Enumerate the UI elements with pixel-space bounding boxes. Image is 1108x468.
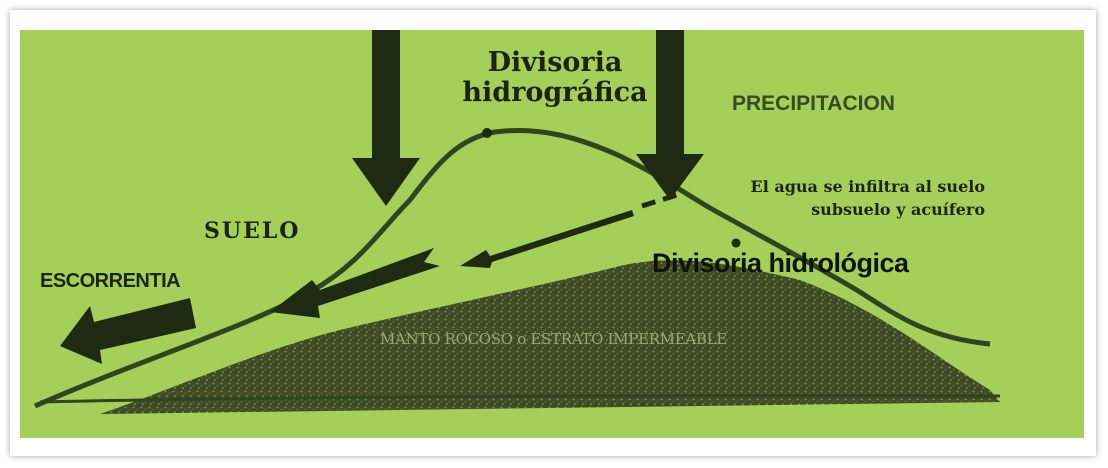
infiltration-line1: El agua se infiltra al suelo — [685, 175, 985, 198]
infiltration-line2: subsuelo y acuífero — [685, 198, 985, 221]
manto-rocoso-label: MANTO ROCOSO o ESTRATO IMPERMEABLE — [380, 330, 727, 348]
divisoria-hidrografica-label: Divisoria hidrográfica — [460, 48, 650, 108]
divisoria-hidrografica-line1: Divisoria — [460, 48, 650, 78]
infiltration-label: El agua se infiltra al suelo subsuelo y … — [685, 175, 985, 221]
divisoria-hidrologica-label: Divisoria hidrológica — [652, 248, 909, 279]
diagram-panel: Divisoria hidrográfica PRECIPITACION El … — [20, 30, 1084, 438]
escorrentia-label: ESCORRENTIA — [40, 270, 180, 293]
suelo-label: SUELO — [204, 218, 300, 244]
summit-marker — [482, 128, 492, 138]
precipitacion-label: PRECIPITACION — [732, 92, 895, 116]
divisoria-hidrografica-line2: hidrográfica — [460, 78, 650, 108]
hydrologic-divide-marker — [732, 239, 741, 248]
